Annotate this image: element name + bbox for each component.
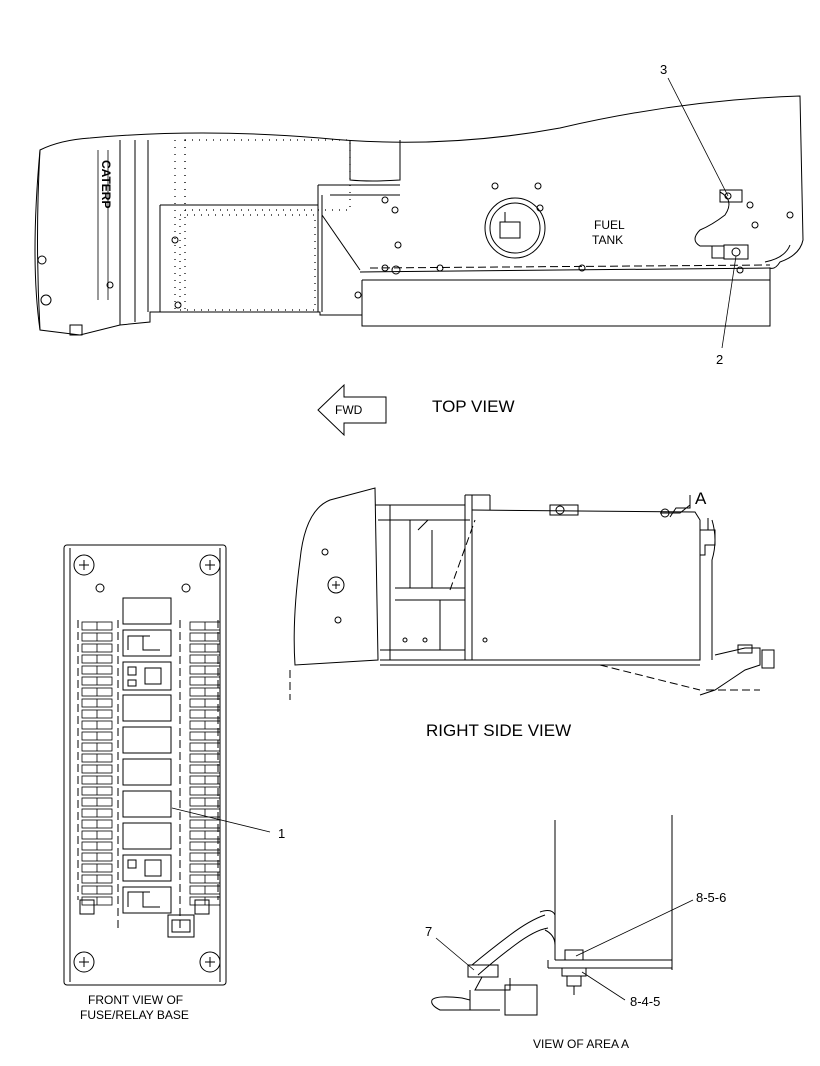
callout-2: 2 [716,352,723,367]
leader-line-8-4-5 [581,971,626,1001]
leader-line-2 [721,255,737,349]
area-a-marker: A [695,489,707,508]
leader-line-3 [667,77,729,197]
area-a-detail-drawing: 7 8-5-6 8-4-5 [425,815,726,1016]
callout-8-4-5: 8-4-5 [630,994,660,1009]
left-fuse-column [81,621,113,906]
callout-7: 7 [425,924,432,939]
fuse-relay-base-drawing: 1 [63,544,285,986]
fuel-tank-label-line2: TANK [592,233,623,247]
callout-3: 3 [660,62,667,77]
leader-line-1 [171,807,271,833]
right-fuse-column [189,621,221,906]
leader-line-8-5-6 [575,899,694,957]
top-view-drawing: CATERP [34,62,804,367]
brand-mark: CATERP [99,160,113,208]
right-side-view-drawing: A [289,487,775,700]
callout-1: 1 [278,826,285,841]
leader-line-7 [435,937,475,971]
right-side-view-title: RIGHT SIDE VIEW [426,721,571,740]
fuel-tank-label-line1: FUEL [594,218,625,232]
forward-arrow: FWD [317,383,387,437]
fwd-label: FWD [335,403,363,417]
view-of-area-title: VIEW OF AREA A [533,1037,629,1051]
front-view-title-line1: FRONT VIEW OF [88,993,183,1007]
front-view-title-line2: FUSE/RELAY BASE [80,1008,189,1022]
top-view-title: TOP VIEW [432,397,515,416]
callout-8-5-6: 8-5-6 [696,890,726,905]
